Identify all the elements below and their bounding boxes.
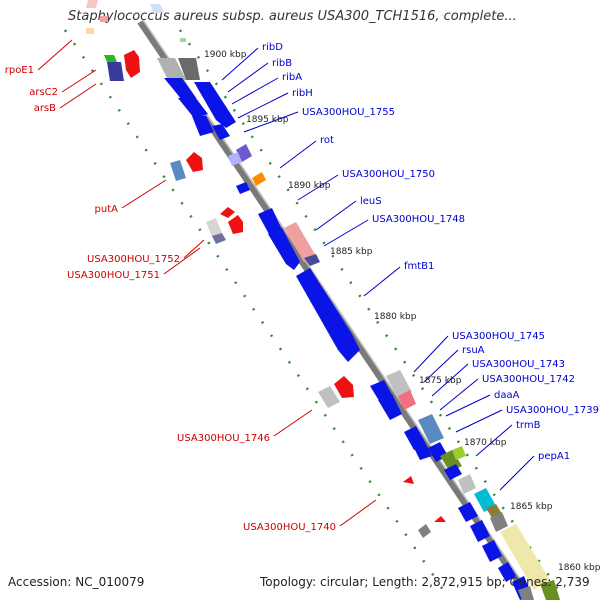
forward-track (178, 29, 562, 593)
label-leader-line (445, 394, 491, 417)
gene-USA300HOU_1755 (228, 144, 252, 166)
gene-label-ribA[interactable]: ribA (282, 72, 302, 83)
gene-label-USA300HOU_1743[interactable]: USA300HOU_1743 (472, 359, 565, 370)
gene-USA300HOU_1743 (378, 394, 402, 420)
label-leader-line (499, 455, 535, 491)
label-leader-line (323, 219, 369, 247)
gene-label-USA300HOU_1750[interactable]: USA300HOU_1750 (342, 169, 435, 180)
gene-feature (236, 182, 250, 194)
gene-USA300HOU_1746 (318, 376, 354, 408)
gene-label-rpoE1[interactable]: rpoE1 (5, 65, 34, 76)
gene-label-daaA[interactable]: daaA (494, 390, 520, 401)
label-leader-line (439, 378, 479, 411)
gene-trmB (444, 464, 476, 494)
label-leader-line (243, 111, 299, 133)
label-leader-line (37, 39, 73, 71)
tick-label: 1860 kbp (558, 563, 600, 573)
gene-label-USA300HOU_1755[interactable]: USA300HOU_1755 (302, 107, 395, 118)
label-leader-line (183, 239, 205, 259)
label-leader-line (61, 69, 97, 93)
gene-label-USA300HOU_1740[interactable]: USA300HOU_1740 (243, 522, 336, 533)
label-leader-line (59, 83, 97, 109)
label-leader-line (297, 174, 339, 201)
gene-label-arsC2[interactable]: arsC2 (29, 87, 58, 98)
gene-label-USA300HOU_1742[interactable]: USA300HOU_1742 (482, 374, 575, 385)
tick-label: 1875 kbp (419, 376, 462, 386)
gene-USA300HOU_1751 (228, 215, 243, 234)
gene-putA (170, 152, 203, 181)
gene-pepA1 (474, 488, 550, 590)
label-leader-line (363, 266, 401, 297)
gene-label-rsuA[interactable]: rsuA (462, 345, 485, 356)
label-leader-line (339, 499, 377, 527)
gene-label-ribH[interactable]: ribH (292, 88, 313, 99)
tick-label: 1870 kbp (464, 438, 507, 448)
map-title: Staphylococcus aureus subsp. aureus USA3… (68, 9, 517, 24)
gene-rot (252, 172, 266, 186)
label-leader-line (413, 335, 449, 373)
gene-USA300HOU_1742 (404, 414, 444, 450)
gene-label-leuS[interactable]: leuS (360, 196, 382, 207)
gene-label-pepA1[interactable]: pepA1 (538, 451, 570, 462)
gene-label-USA300HOU_1739[interactable]: USA300HOU_1739 (506, 405, 599, 416)
gene-label-rot[interactable]: rot (320, 135, 334, 146)
gene-arsB (124, 50, 140, 78)
label-leader-line (279, 140, 317, 169)
genome-summary: Topology: circular; Length: 2,872,915 bp… (260, 575, 590, 589)
label-leader-line (273, 409, 313, 437)
gene-feature (180, 38, 186, 42)
gene-label-putA[interactable]: putA (95, 204, 119, 215)
label-leader-line (163, 247, 201, 275)
gene-ribH (192, 116, 230, 140)
gene-USA300HOU_1748 (284, 222, 320, 266)
gene-feature (86, 0, 98, 8)
label-leader-line (221, 47, 259, 81)
gene-label-USA300HOU_1748[interactable]: USA300HOU_1748 (372, 214, 465, 225)
label-leader-line (227, 62, 269, 93)
tick-label: 1900 kbp (204, 50, 247, 60)
label-leader-line (237, 92, 289, 119)
gene-USA300HOU_1740 (418, 516, 446, 538)
tick-label: 1885 kbp (330, 247, 373, 257)
tick-label: 1895 kbp (246, 115, 289, 125)
label-leader-line (121, 179, 167, 209)
label-leader-line (475, 424, 513, 457)
tick-label: 1890 kbp (288, 181, 331, 191)
gene-label-USA300HOU_1746[interactable]: USA300HOU_1746 (177, 433, 270, 444)
gene-label-USA300HOU_1745[interactable]: USA300HOU_1745 (452, 331, 545, 342)
gene-feature (150, 4, 164, 14)
label-leader-line (231, 77, 279, 105)
label-leader-line (455, 409, 503, 433)
gene-label-ribB[interactable]: ribB (272, 58, 292, 69)
label-leader-line (431, 363, 469, 397)
gene-label-USA300HOU_1752[interactable]: USA300HOU_1752 (87, 254, 180, 265)
gene-label-arsB[interactable]: arsB (34, 103, 56, 114)
gene-feature (100, 16, 108, 22)
gene-label-trmB[interactable]: trmB (516, 420, 541, 431)
gene-arsC2 (104, 55, 124, 81)
gene-fmtB1 (296, 268, 360, 362)
gene-ribA (178, 82, 236, 128)
gene-label-ribD[interactable]: ribD (262, 42, 283, 53)
tick-label: 1880 kbp (374, 312, 417, 322)
gene-leuS (258, 208, 300, 270)
gene-label-USA300HOU_1751[interactable]: USA300HOU_1751 (67, 270, 160, 281)
tick-label: 1865 kbp (510, 502, 553, 512)
gene-label-fmtB1[interactable]: fmtB1 (404, 261, 434, 272)
accession-label: Accession: NC_010079 (8, 575, 145, 589)
gene-ribD (157, 58, 200, 80)
gene-ribB (164, 78, 196, 100)
genome-backbone-highlight (142, 19, 534, 599)
label-leader-line (423, 349, 459, 383)
gene-feature (458, 502, 560, 600)
gene-feature (403, 476, 414, 484)
label-leader-line (315, 200, 357, 231)
gene-USA300HOU_1752 (206, 207, 235, 244)
gene-feature (86, 28, 94, 34)
gene-rsuA (386, 370, 416, 410)
